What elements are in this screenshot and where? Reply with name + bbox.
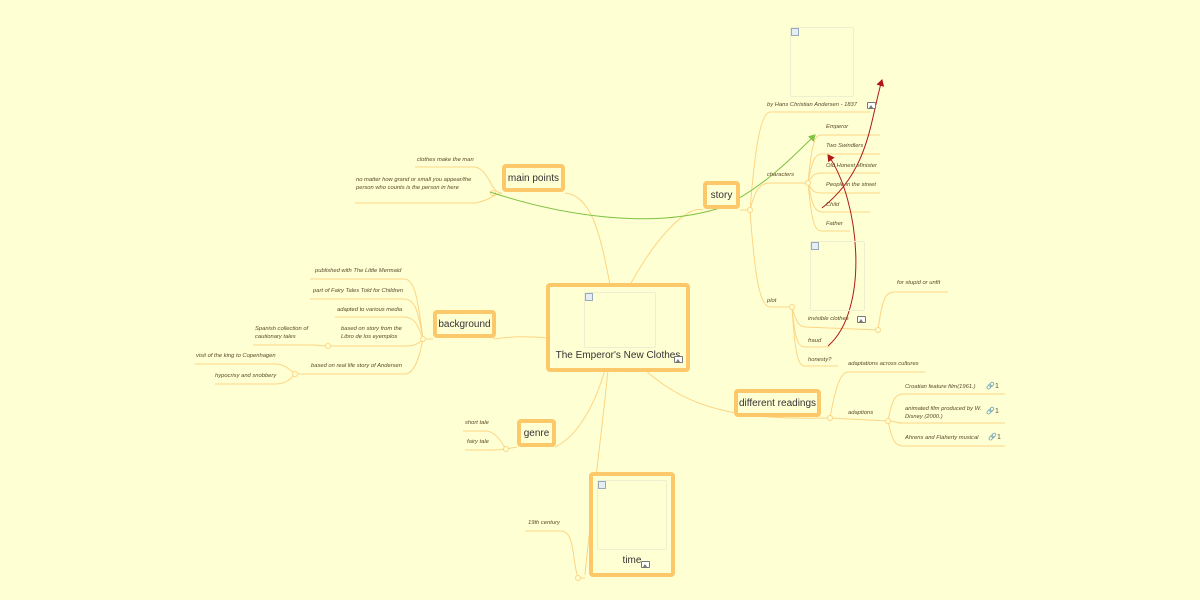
subtopic-label[interactable]: short tale	[465, 420, 489, 426]
adaption-item[interactable]: Ahrens and Flaherty musical	[905, 435, 979, 441]
link-icon[interactable]: 🔗	[986, 408, 995, 415]
adaption-item[interactable]: animated film produced by W. Disney (200…	[905, 406, 982, 420]
character-item[interactable]: Old Honest Minister	[826, 163, 877, 169]
story-node[interactable]: story	[703, 181, 740, 209]
readings-item[interactable]: adaptations across cultures	[848, 361, 919, 367]
link-count: 1	[995, 383, 999, 390]
image-icon	[674, 356, 683, 363]
subtopic-label[interactable]: Spanish collection of cautionary tales	[255, 326, 309, 340]
subtopic-label[interactable]: part of Fairy Tales Told for Children	[313, 288, 404, 294]
plot-item[interactable]: invisible clothes	[808, 316, 849, 322]
subtopic-label[interactable]: based on story from the Libro de los eye…	[341, 326, 402, 340]
subtopic-label[interactable]: 19th century	[528, 520, 560, 526]
subtopic-label[interactable]: based on real life story of Andersen	[311, 363, 402, 369]
image-icon	[867, 102, 876, 109]
image-icon	[857, 316, 866, 323]
link-count: 1	[995, 408, 999, 415]
central-image-placeholder	[584, 292, 656, 348]
author-image-placeholder	[790, 27, 854, 97]
different-readings-title: different readings	[738, 397, 817, 409]
subtopic-label[interactable]: clothes make the man	[417, 157, 474, 163]
story-title: story	[710, 189, 733, 201]
time-title: time	[622, 555, 642, 566]
characters-label[interactable]: characters	[767, 172, 795, 178]
plot-subitem[interactable]: for stupid or unfit	[897, 280, 941, 286]
plot-item[interactable]: fraud	[808, 338, 822, 344]
plot-item[interactable]: honesty?	[808, 357, 832, 363]
main-points-title: main points	[507, 172, 560, 184]
main-points-node[interactable]: main points	[502, 164, 565, 192]
subtopic-label[interactable]: hypocrisy and snobbery	[215, 373, 277, 379]
background-node[interactable]: background	[433, 310, 496, 338]
character-item[interactable]: Emperor	[826, 124, 849, 130]
character-item[interactable]: Two Swindlers	[826, 143, 864, 149]
genre-title: genre	[523, 427, 550, 439]
different-readings-node[interactable]: different readings	[734, 389, 821, 417]
time-node[interactable]: time	[589, 472, 675, 577]
genre-node[interactable]: genre	[517, 419, 556, 447]
readings-item[interactable]: adaptions	[848, 410, 874, 416]
background-title: background	[438, 318, 491, 330]
subtopic-label[interactable]: visit of the king to Copenhagen	[196, 353, 276, 359]
adaption-item[interactable]: Croatian feature film(1961.)	[905, 384, 976, 390]
character-item[interactable]: People in the street	[826, 182, 876, 188]
plot-label[interactable]: plot	[767, 298, 777, 304]
link-icon[interactable]: 🔗	[986, 383, 995, 390]
character-item[interactable]: Child	[826, 202, 840, 208]
character-item[interactable]: Father	[826, 221, 843, 227]
link-count: 1	[997, 434, 1001, 441]
subtopic-label[interactable]: no matter how grand or small you appear/…	[356, 177, 472, 191]
author-label[interactable]: by Hans Christian Andersen - 1837	[767, 102, 858, 108]
image-icon	[641, 561, 650, 568]
central-topic-title: The Emperor's New Clothes	[555, 350, 681, 361]
subtopic-label[interactable]: published with The Little Mermaid	[315, 268, 402, 274]
subtopic-label[interactable]: fairy tale	[467, 439, 489, 445]
central-topic-node[interactable]: The Emperor's New Clothes	[546, 283, 690, 372]
time-image-placeholder	[597, 480, 667, 550]
subtopic-label[interactable]: adapted to various media	[337, 307, 403, 313]
plot-image-placeholder	[810, 241, 865, 311]
link-icon[interactable]: 🔗	[988, 434, 997, 441]
